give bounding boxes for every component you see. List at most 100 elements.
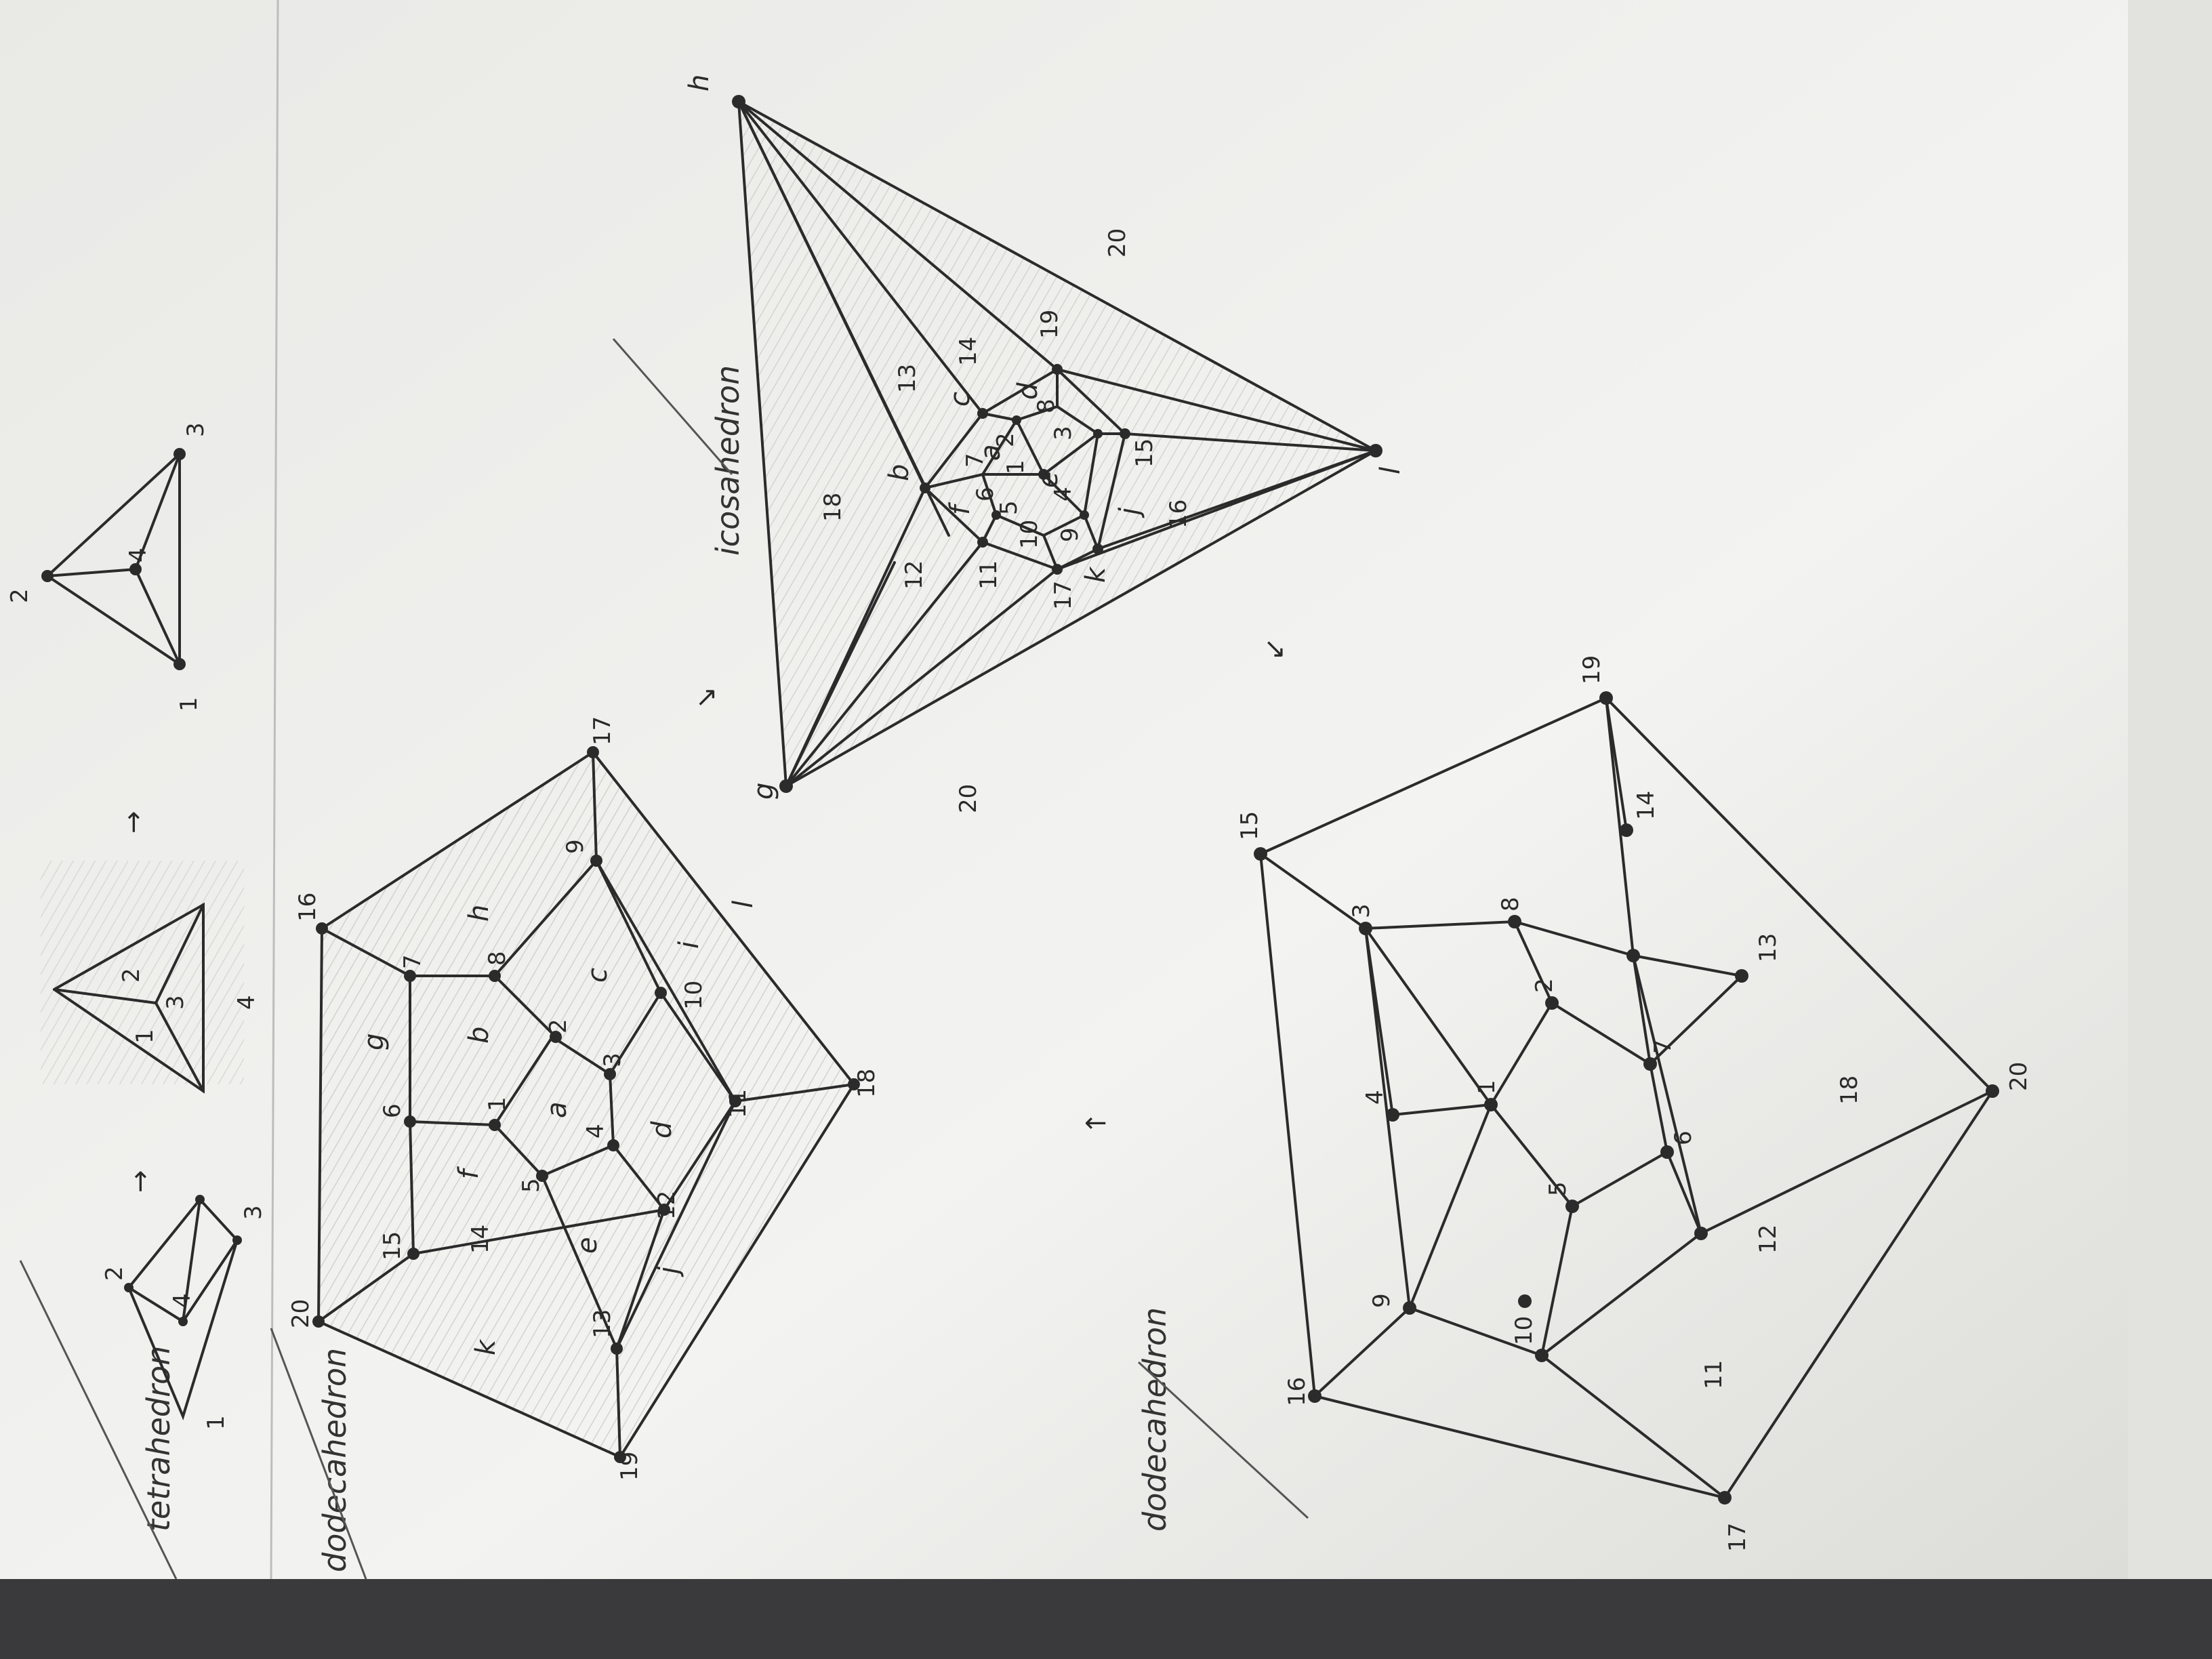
- margin-line: [270, 0, 279, 1580]
- ico-vertex-b: b: [884, 464, 915, 481]
- df-vertex-14: 14: [467, 1225, 494, 1254]
- ico-face-4: 4: [1050, 487, 1077, 501]
- ico-vertex-a: a: [975, 444, 1006, 461]
- icosahedron-section: icosahedron: [612, 75, 1406, 813]
- df-face-a: a: [541, 1101, 573, 1118]
- tetrahedron-step1: 1 2 3 4: [101, 1195, 267, 1430]
- ico-face-16: 16: [1165, 499, 1192, 529]
- t2-face-1: 1: [131, 1029, 159, 1044]
- ico-face-10: 10: [1016, 520, 1043, 549]
- ico-face-20-a: 20: [1104, 228, 1131, 258]
- ico-face-15: 15: [1131, 438, 1158, 468]
- df-face-i: i: [674, 941, 705, 949]
- paper-right-edge: [2128, 0, 2212, 1579]
- df-face-d: d: [647, 1121, 678, 1139]
- dg-vertex-10: 10: [1511, 1316, 1538, 1345]
- dg-vertex-3: 3: [1348, 903, 1375, 918]
- t3-vertex-1: 1: [176, 697, 203, 712]
- icosahedron-title: icosahedron: [710, 365, 746, 556]
- ico-vertex-c: c: [945, 392, 976, 407]
- tetrahedron-title: tetrahedron: [140, 1346, 177, 1532]
- t1-vertex-1: 1: [203, 1415, 230, 1430]
- ico-face-2: 2: [992, 432, 1019, 447]
- dodecahedron-faces-title: dodecahedron: [316, 1348, 353, 1572]
- ico-face-9: 9: [1057, 527, 1084, 542]
- t1-vertex-2: 2: [101, 1266, 128, 1281]
- df-vertex-16: 16: [294, 893, 321, 922]
- table-edge: [0, 1579, 2212, 1659]
- dg-vertex-7: 7: [1650, 1039, 1677, 1054]
- dg-vertex-9: 9: [1368, 1293, 1395, 1308]
- ico-face-5: 5: [996, 500, 1023, 515]
- df-vertex-5: 5: [518, 1178, 545, 1193]
- arrow-2: →: [118, 811, 149, 834]
- ico-face-7: 7: [962, 453, 989, 468]
- ico-vertex-g: g: [748, 783, 779, 800]
- df-vertex-13: 13: [589, 1309, 616, 1338]
- ico-vertex-k: k: [1080, 566, 1111, 583]
- dodecahedron-graph-underline: [1137, 1361, 1309, 1519]
- dg-vertex-14: 14: [1633, 791, 1660, 820]
- df-face-b: b: [464, 1027, 495, 1044]
- ico-face-12: 12: [901, 560, 928, 590]
- dg-vertex-1: 1: [1473, 1080, 1500, 1094]
- dg-vertex-12: 12: [1755, 1225, 1782, 1254]
- paper-sheet: [0, 0, 2128, 1579]
- dg-vertex-6: 6: [1670, 1130, 1697, 1145]
- tetrahedron-title-underline: [19, 1260, 178, 1580]
- ico-vertex-e: e: [1033, 471, 1064, 488]
- df-vertex-3: 3: [599, 1052, 626, 1067]
- dg-vertex-13: 13: [1755, 933, 1782, 962]
- dg-vertex-16: 16: [1284, 1377, 1311, 1406]
- dodecahedron-faces-section: dodecahedron 1 2 3: [270, 716, 880, 1580]
- df-vertex-18: 18: [853, 1069, 880, 1098]
- t2-face-2: 2: [118, 968, 145, 983]
- df-face-c: c: [582, 968, 613, 983]
- ico-face-13: 13: [894, 364, 921, 393]
- df-face-h: h: [464, 905, 495, 922]
- tetrahedron-section: tetrahedron 1 2 3 4 → 1 2 3: [6, 422, 267, 1580]
- ico-vertex-j: j: [1114, 507, 1145, 518]
- dg-vertex-17: 17: [1724, 1523, 1751, 1552]
- t3-vertex-3: 3: [182, 422, 209, 437]
- df-vertex-6: 6: [379, 1103, 406, 1118]
- ico-face-11: 11: [975, 560, 1002, 590]
- dg-vertex-5: 5: [1544, 1181, 1572, 1196]
- df-vertex-20: 20: [287, 1299, 314, 1328]
- df-vertex-1: 1: [484, 1097, 511, 1111]
- t2-face-3: 3: [162, 995, 189, 1010]
- dg-vertex-20: 20: [2005, 1062, 2032, 1091]
- df-face-e: e: [572, 1237, 603, 1254]
- dodecahedron-graph-section: dodecahedron 1: [1136, 655, 2032, 1552]
- ico-vertex-h: h: [684, 75, 715, 91]
- df-vertex-11: 11: [724, 1089, 752, 1118]
- df-face-j: j: [653, 1266, 684, 1277]
- arrow-1: →: [125, 1170, 156, 1193]
- ico-face-17: 17: [1050, 581, 1077, 610]
- df-vertex-4: 4: [582, 1124, 609, 1139]
- ico-face-18: 18: [819, 493, 846, 522]
- df-face-l: l: [728, 901, 759, 908]
- t3-vertex-4: 4: [125, 548, 152, 562]
- tetrahedron-step2: 1 2 3 4: [41, 861, 260, 1094]
- t2-face-4: 4: [233, 995, 260, 1010]
- df-face-g: g: [359, 1033, 390, 1050]
- ico-face-1: 1: [1002, 459, 1029, 474]
- ico-face-8: 8: [1033, 398, 1060, 413]
- dg-vertex-19: 19: [1578, 655, 1605, 684]
- icosahedron-title-underline: [612, 338, 733, 475]
- t1-vertex-4: 4: [169, 1293, 196, 1308]
- ico-face-19: 19: [1036, 310, 1063, 339]
- df-vertex-2: 2: [545, 1019, 572, 1033]
- ico-vertex-l: l: [1375, 467, 1406, 474]
- ico-face-14: 14: [955, 337, 982, 366]
- dg-vertex-15: 15: [1236, 811, 1263, 840]
- df-vertex-12: 12: [653, 1191, 680, 1220]
- t1-vertex-3: 3: [240, 1205, 267, 1220]
- dg-vertex-4: 4: [1361, 1090, 1389, 1105]
- dg-vertex-2: 2: [1531, 978, 1558, 993]
- dodecahedron-graph-title: dodecahedron: [1136, 1307, 1173, 1532]
- df-vertex-15: 15: [379, 1231, 406, 1261]
- df-vertex-7: 7: [399, 954, 426, 969]
